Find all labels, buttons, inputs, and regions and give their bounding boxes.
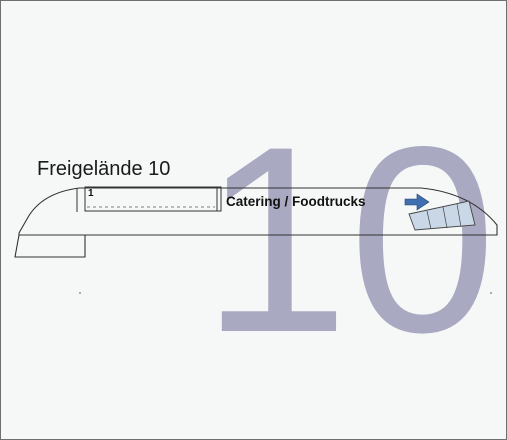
area-outline	[18, 187, 498, 236]
map-speck	[79, 292, 81, 294]
arrow-right-icon	[404, 193, 430, 211]
area-title: Freigelände 10	[37, 158, 171, 180]
map-speck	[490, 292, 492, 294]
stand-number: 1	[88, 188, 94, 199]
stand-box[interactable]	[84, 186, 222, 212]
entrance-hatch-1	[426, 210, 432, 230]
catering-zone-label: Catering / Foodtrucks	[226, 194, 366, 209]
entrance-hatch-2	[442, 206, 448, 229]
area-number-watermark: 10	[202, 92, 497, 388]
annex-outline	[14, 234, 86, 258]
entrance-hatch-3	[456, 203, 462, 228]
entrance-block[interactable]	[408, 200, 476, 231]
